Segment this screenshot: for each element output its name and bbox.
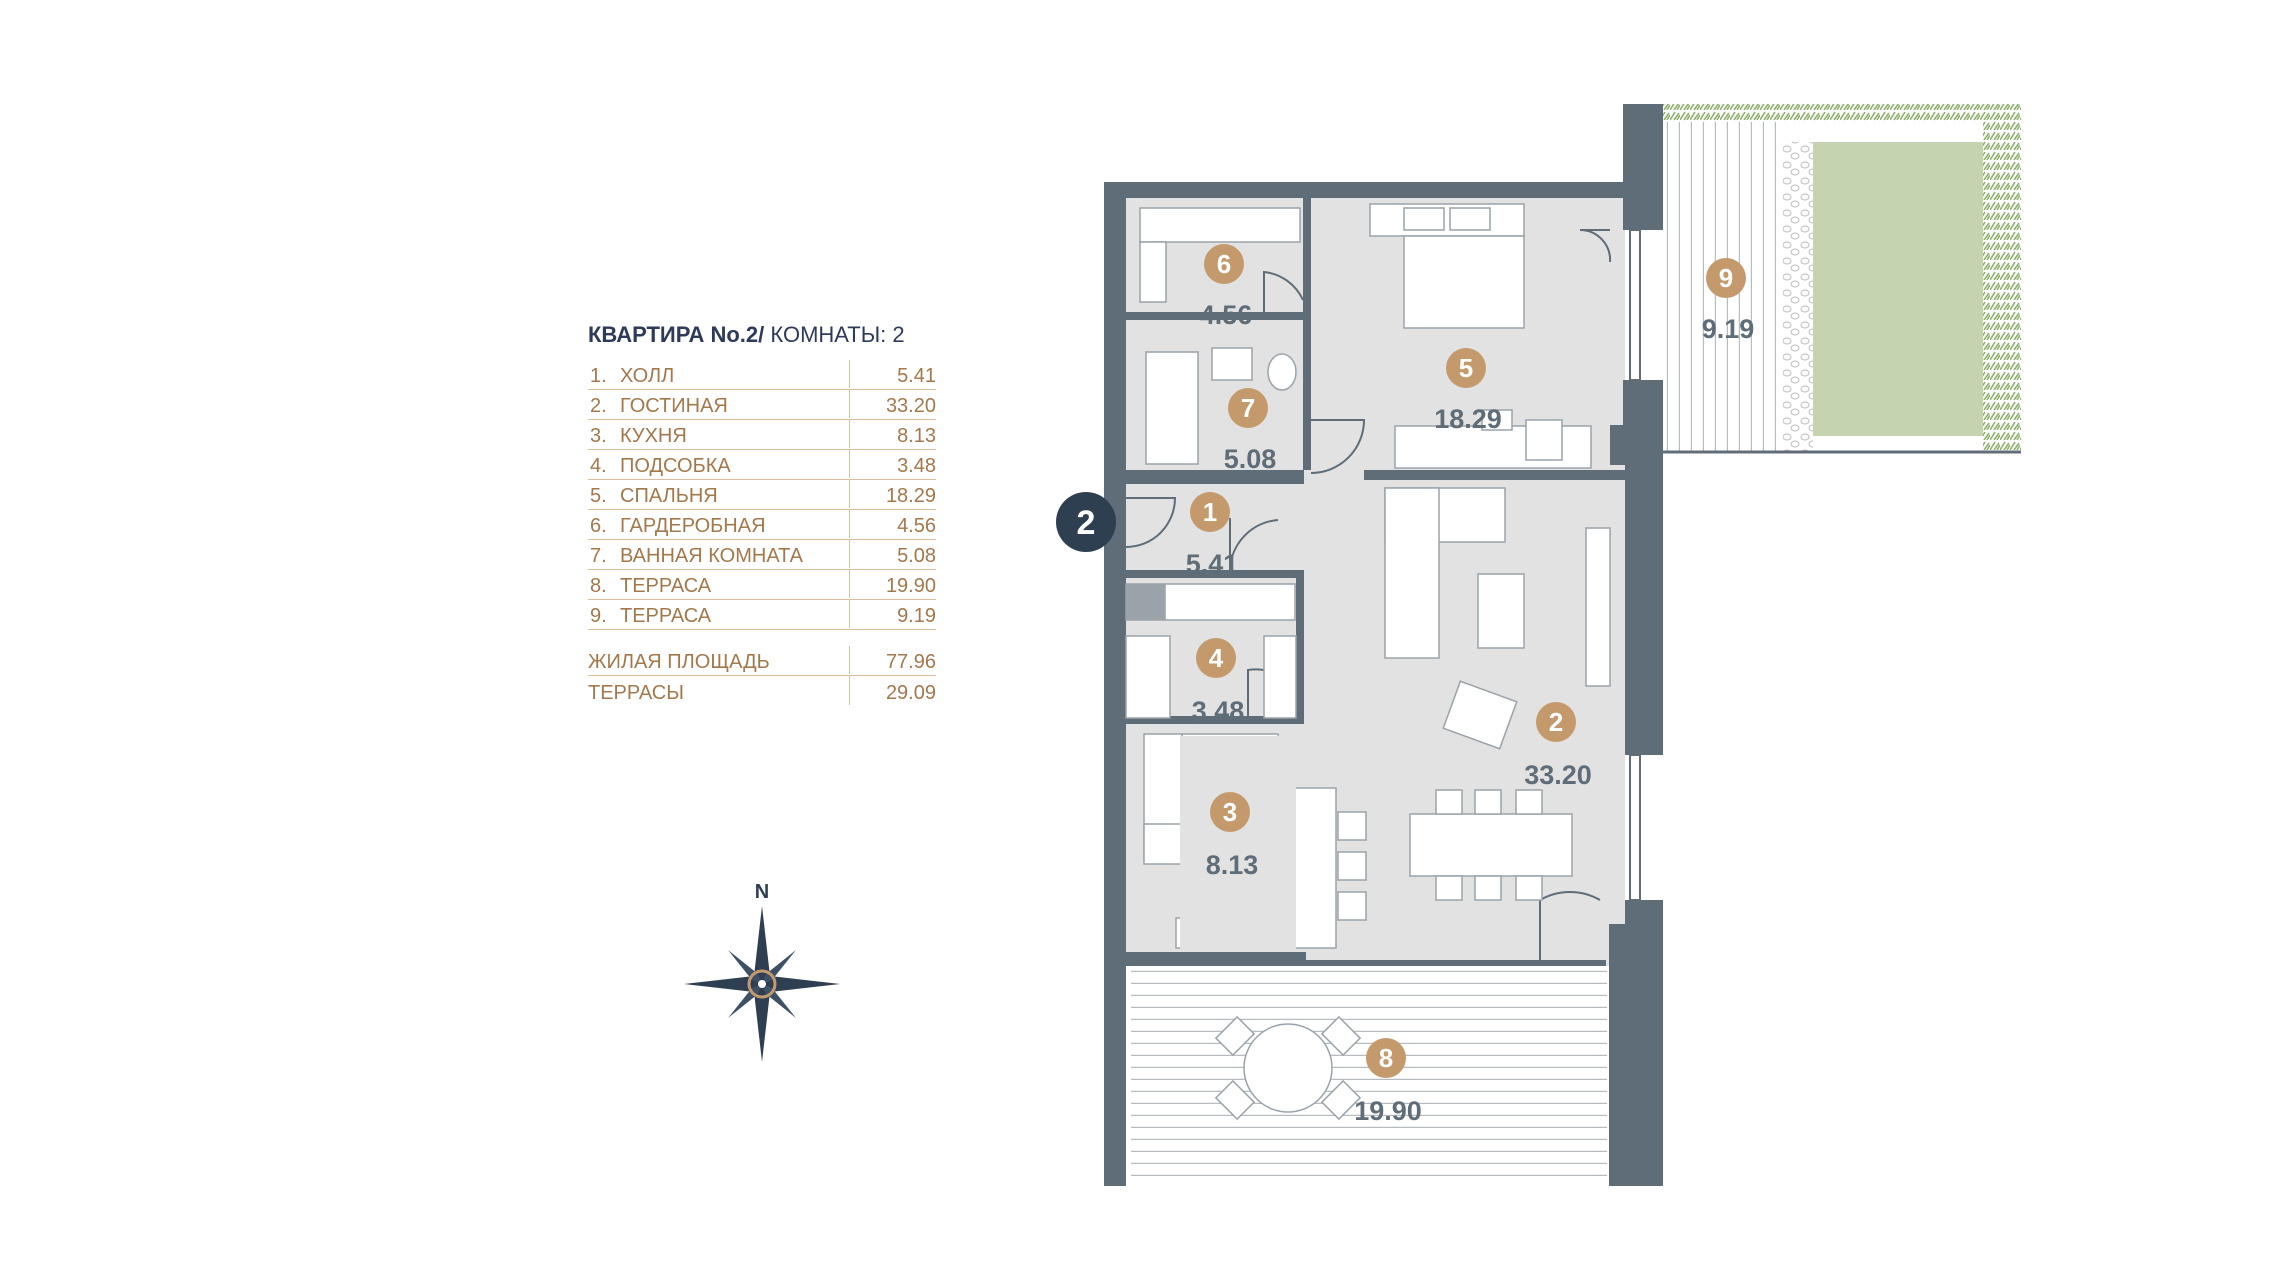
room-marker-number: 9	[1719, 263, 1733, 293]
room-marker-6: 64.56	[1200, 244, 1253, 330]
legend-row-area: 5.41	[849, 360, 936, 388]
legend-row-area: 8.13	[849, 420, 936, 448]
room-marker-3: 38.13	[1206, 792, 1259, 880]
legend-row-name: СПАЛЬНЯ	[620, 485, 718, 507]
room-marker-area: 9.19	[1702, 314, 1755, 344]
legend-row-area: 18.29	[849, 480, 936, 508]
apartment-label: КВАРТИРА No.2/	[588, 322, 765, 347]
legend-row-name: ТЕРРАСА	[620, 575, 712, 597]
room-legend: КВАРТИРА No.2/ КОМНАТЫ: 2 1. ХОЛЛ 5.41 2. ГО…	[588, 322, 936, 706]
legend-row-area: 5.08	[849, 540, 936, 568]
legend-row-area: 19.90	[849, 570, 936, 598]
room-marker-1: 15.41	[1186, 492, 1239, 579]
room-marker-circle	[1210, 792, 1250, 832]
legend-row-number: 4.	[590, 455, 607, 477]
room-markers: 15.41233.2038.1343.48518.2964.5675.08819…	[1186, 244, 1755, 1126]
legend-row-number: 9.	[590, 605, 607, 627]
legend-row-name: КУХНЯ	[620, 425, 687, 447]
legend-row-area: 33.20	[849, 390, 936, 418]
room-marker-number: 5	[1459, 353, 1473, 383]
apartment-number-badge: 2	[1056, 492, 1116, 552]
legend-row-name: ТЕРРАСА	[620, 605, 712, 627]
room-marker-area: 3.48	[1192, 696, 1245, 726]
compass-north-label: N	[755, 881, 769, 903]
legend-total-name: ТЕРРАСЫ	[588, 682, 684, 704]
legend-row: 8. ТЕРРАСА 19.90	[588, 570, 936, 600]
room-marker-2: 233.20	[1524, 702, 1592, 790]
legend-row: 5. СПАЛЬНЯ 18.29	[588, 480, 936, 510]
legend-row-number: 8.	[590, 575, 607, 597]
room-marker-number: 4	[1209, 643, 1224, 673]
walls	[1104, 104, 1663, 1186]
legend-row-name: ПОДСОБКА	[620, 455, 731, 477]
legend-row-area: 4.56	[849, 510, 936, 538]
room-marker-number: 8	[1379, 1043, 1393, 1073]
legend-row: 1. ХОЛЛ 5.41	[588, 360, 936, 390]
legend-row-name: ВАННАЯ КОМНАТА	[620, 545, 803, 567]
room-marker-number: 7	[1241, 393, 1255, 423]
room-marker-circle	[1204, 244, 1244, 284]
legend-row-name: ГАРДЕРОБНАЯ	[620, 515, 766, 537]
room-marker-circle	[1196, 638, 1236, 678]
room-marker-area: 19.90	[1354, 1096, 1422, 1126]
room-marker-area: 8.13	[1206, 850, 1259, 880]
room-marker-4: 43.48	[1192, 638, 1245, 726]
room-marker-9: 99.19	[1702, 258, 1755, 344]
room-marker-area: 18.29	[1434, 404, 1502, 434]
room-marker-circle	[1366, 1038, 1406, 1078]
legend-row-number: 5.	[590, 485, 607, 507]
legend-total-row: ТЕРРАСЫ 29.09	[588, 676, 936, 706]
legend-row-number: 6.	[590, 515, 607, 537]
legend-row: 2. ГОСТИНАЯ 33.20	[588, 390, 936, 420]
windows	[1629, 229, 1641, 901]
legend-total-row: ЖИЛАЯ ПЛОЩАДЬ 77.96	[588, 646, 936, 676]
room-marker-area: 5.08	[1224, 444, 1277, 474]
legend-row: 6. ГАРДЕРОБНАЯ 4.56	[588, 510, 936, 540]
legend-row-name: ХОЛЛ	[620, 365, 675, 387]
room-marker-area: 33.20	[1524, 760, 1592, 790]
room-marker-5: 518.29	[1434, 348, 1502, 434]
legend-row-area: 9.19	[849, 600, 936, 628]
rooms-count-label: КОМНАТЫ: 2	[770, 322, 905, 347]
legend-row: 9. ТЕРРАСА 9.19	[588, 600, 936, 630]
room-marker-7: 75.08	[1224, 388, 1277, 474]
compass-rose: N	[684, 881, 840, 1062]
room-marker-area: 5.41	[1186, 549, 1239, 579]
room-marker-number: 1	[1203, 497, 1217, 527]
legend-row-number: 2.	[590, 395, 607, 417]
legend-row: 4. ПОДСОБКА 3.48	[588, 450, 936, 480]
legend-total-area: 29.09	[849, 676, 936, 705]
legend-row-number: 1.	[590, 365, 607, 387]
apartment-number: 2	[1077, 504, 1096, 542]
room-marker-8: 819.90	[1354, 1038, 1422, 1126]
legend-row: 3. КУХНЯ 8.13	[588, 420, 936, 450]
legend-row-area: 3.48	[849, 450, 936, 478]
legend-rows: 1. ХОЛЛ 5.41 2. ГОСТИНАЯ 33.20 3. КУХНЯ 8.13 4. ПО…	[588, 360, 936, 630]
terrace-8	[1131, 968, 1607, 1180]
legend-total-name: ЖИЛАЯ ПЛОЩАДЬ	[588, 651, 770, 673]
room-marker-circle	[1190, 492, 1230, 532]
legend-row-number: 7.	[590, 545, 607, 567]
legend-total-area: 77.96	[849, 646, 936, 674]
legend-row-number: 3.	[590, 425, 607, 447]
room-marker-circle	[1228, 388, 1268, 428]
room-marker-number: 6	[1217, 249, 1231, 279]
legend-row: 7. ВАННАЯ КОМНАТА 5.08	[588, 540, 936, 570]
legend-title: КВАРТИРА No.2/ КОМНАТЫ: 2	[588, 322, 936, 348]
room-marker-number: 3	[1223, 797, 1237, 827]
room-marker-circle	[1446, 348, 1486, 388]
room-marker-number: 2	[1549, 707, 1563, 737]
room-marker-area: 4.56	[1200, 300, 1253, 330]
room-marker-circle	[1536, 702, 1576, 742]
room-marker-circle	[1706, 258, 1746, 298]
kitchen-area	[1180, 736, 1296, 952]
legend-row-name: ГОСТИНАЯ	[620, 395, 728, 417]
